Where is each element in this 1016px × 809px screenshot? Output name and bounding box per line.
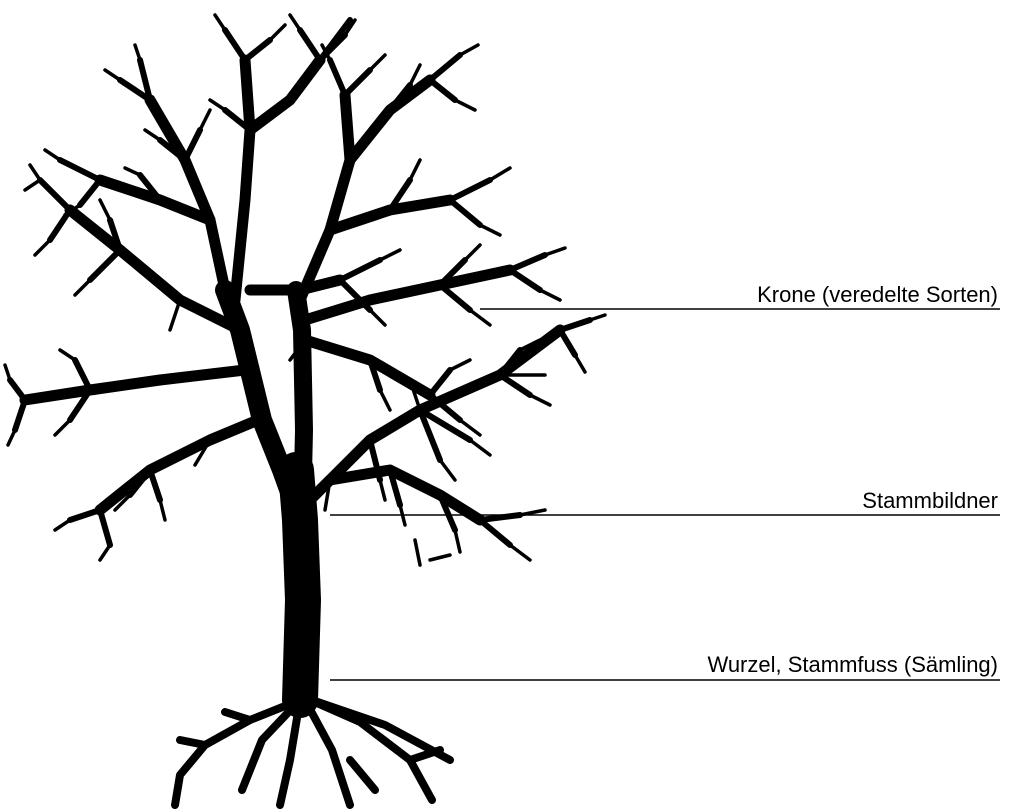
main-branches — [25, 60, 560, 520]
roots — [175, 700, 450, 805]
label-crown: Krone (veredelte Sorten) — [757, 284, 998, 306]
label-root: Wurzel, Stammfuss (Sämling) — [707, 654, 998, 676]
label-stem-builder: Stammbildner — [862, 490, 998, 512]
